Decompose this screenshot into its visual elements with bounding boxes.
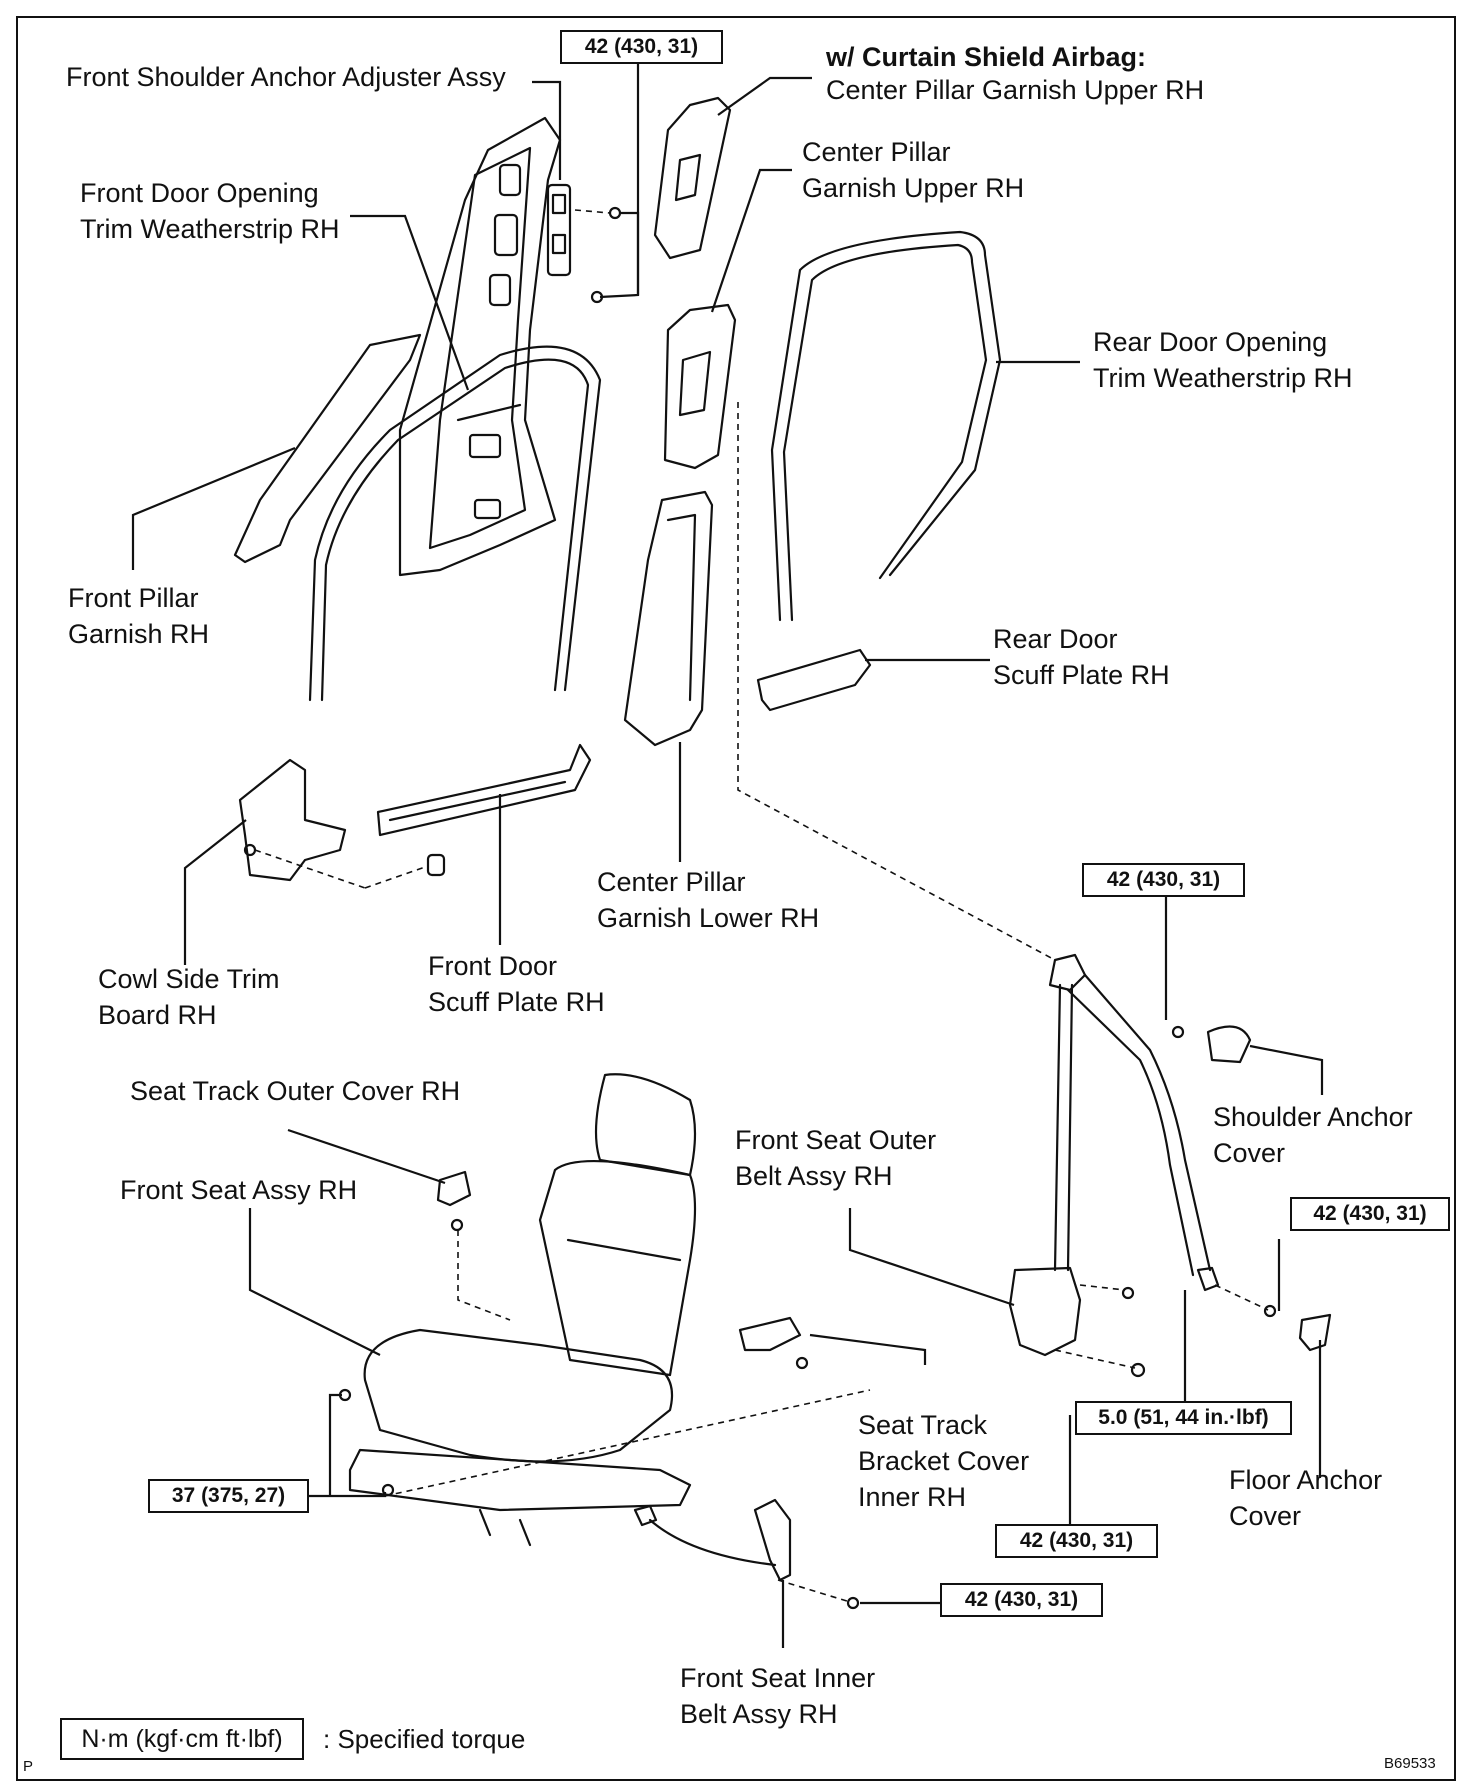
front-door-scuff-part xyxy=(376,743,592,837)
label-front-pillar-garnish: Front Pillar Garnish RH xyxy=(68,583,210,649)
label-rear-door-scuff: Rear Door Scuff Plate RH xyxy=(993,624,1170,690)
clip-part xyxy=(426,853,446,877)
torque-retractor-small: 5.0 (51, 44 in.·lbf) xyxy=(1075,1401,1292,1435)
curtain-center-pillar-upper-part xyxy=(653,96,732,260)
legend-unit-box: N·m (kgf·cm ft·lbf) xyxy=(60,1718,304,1760)
label-center-pillar-lower: Center Pillar Garnish Lower RH xyxy=(597,867,820,933)
torque-inner-belt: 42 (430, 31) xyxy=(940,1583,1103,1617)
torque-shoulder-anchor: 42 (430, 31) xyxy=(1082,863,1245,897)
shoulder-anchor-adjuster-part xyxy=(546,183,622,304)
diagram-frame xyxy=(16,16,1456,1781)
torque-top-adjuster: 42 (430, 31) xyxy=(560,30,723,64)
shoulder-anchor-bolt xyxy=(1171,1025,1185,1039)
inner-belt-part xyxy=(633,1498,860,1610)
seat-track-outer-cover-part xyxy=(436,1170,472,1207)
leader-lines xyxy=(131,56,1324,1648)
floor-anchor-cover-part xyxy=(1298,1313,1332,1352)
front-door-weatherstrip-part xyxy=(308,345,602,702)
label-seat-track-outer-cover: Seat Track Outer Cover RH xyxy=(130,1076,461,1106)
seat-track-bracket-cover-part xyxy=(738,1316,802,1352)
cowl-side-trim-part xyxy=(238,758,347,882)
label-floor-anchor-cover: Floor Anchor Cover xyxy=(1229,1465,1383,1531)
label-seat-track-bracket-cover: Seat Track Bracket Cover Inner RH xyxy=(858,1410,1030,1512)
label-front-door-scuff: Front Door Scuff Plate RH xyxy=(428,951,605,1017)
outer-belt-part xyxy=(1008,953,1220,1357)
figure-code: B69533 xyxy=(1384,1755,1436,1772)
label-curtain-shield-heading: w/ Curtain Shield Airbag: xyxy=(826,42,1147,72)
label-cowl-side-trim: Cowl Side Trim Board RH xyxy=(98,964,280,1030)
label-front-seat-outer-belt: Front Seat Outer Belt Assy RH xyxy=(735,1125,937,1191)
shoulder-anchor-cover-part xyxy=(1206,1025,1252,1064)
front-pillar-garnish-part xyxy=(233,333,422,564)
label-center-pillar-upper: Center Pillar Garnish Upper RH xyxy=(802,137,1025,203)
label-front-seat-inner-belt: Front Seat Inner Belt Assy RH xyxy=(680,1663,876,1729)
label-curtain-shield-part: Center Pillar Garnish Upper RH xyxy=(826,75,1205,105)
label-front-seat-assy: Front Seat Assy RH xyxy=(120,1175,358,1205)
torque-retractor-lower: 42 (430, 31) xyxy=(995,1524,1158,1558)
center-pillar-lower-part xyxy=(623,490,714,747)
retractor-bolt-1 xyxy=(1121,1286,1135,1300)
label-front-door-weatherstrip: Front Door Opening Trim Weatherstrip RH xyxy=(80,178,340,244)
body-pillar-panel xyxy=(398,116,562,577)
torque-seat: 37 (375, 27) xyxy=(148,1479,309,1513)
label-front-shoulder-anchor-adjuster: Front Shoulder Anchor Adjuster Assy xyxy=(66,62,506,92)
dashed-guides xyxy=(254,209,1269,1603)
corner-mark-left: P xyxy=(23,1758,34,1775)
rear-door-weatherstrip-part xyxy=(770,230,1002,622)
torque-floor-anchor: 42 (430, 31) xyxy=(1290,1197,1450,1231)
retractor-bolt-2 xyxy=(1130,1362,1146,1378)
floor-anchor-bolt xyxy=(1263,1304,1277,1318)
legend-text: : Specified torque xyxy=(323,1724,526,1754)
bracket-bolt xyxy=(795,1356,809,1370)
front-seat-part xyxy=(348,1073,697,1547)
label-shoulder-anchor-cover: Shoulder Anchor Cover xyxy=(1213,1102,1413,1168)
label-rear-door-weatherstrip: Rear Door Opening Trim Weatherstrip RH xyxy=(1093,327,1353,393)
seat-bolt-1 xyxy=(450,1218,464,1232)
center-pillar-upper-part xyxy=(663,303,737,470)
rear-door-scuff-part xyxy=(756,648,872,712)
